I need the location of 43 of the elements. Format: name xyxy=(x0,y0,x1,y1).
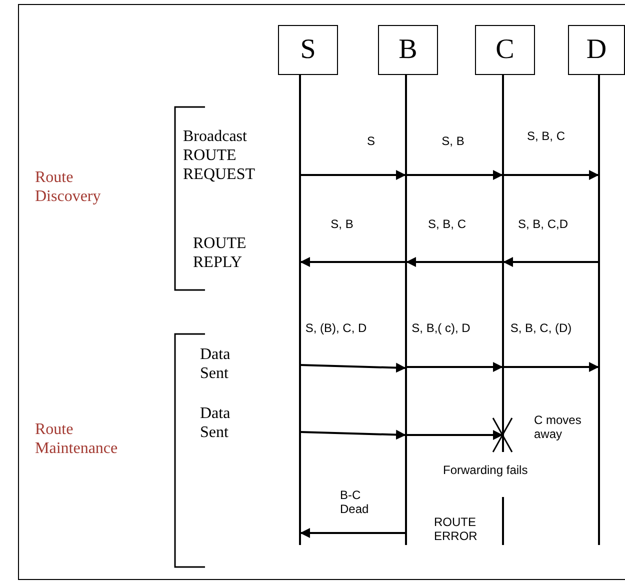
arrow xyxy=(407,362,503,372)
arrow xyxy=(300,257,405,267)
arrow xyxy=(407,170,503,180)
edge-label: S, B, C xyxy=(426,217,468,231)
node-box xyxy=(475,25,535,75)
note-text: Forwarding fails xyxy=(443,463,529,478)
node-label: D xyxy=(586,34,607,66)
edge-label: S, B, C,D xyxy=(516,217,570,231)
arrow xyxy=(300,430,406,440)
arrow xyxy=(300,362,406,373)
note-text: C moves away xyxy=(534,413,582,442)
arrow xyxy=(504,170,599,180)
arrow xyxy=(301,170,406,180)
arrow xyxy=(504,362,599,372)
section-title: Route Discovery xyxy=(35,168,102,206)
edge-label: S, B xyxy=(440,134,466,148)
node-label: S xyxy=(300,34,316,66)
edge-label: S, B xyxy=(328,217,356,231)
note-text: Data Sent xyxy=(200,404,232,442)
edge-label: S, B,( c), D xyxy=(410,321,472,335)
node-label: C xyxy=(496,34,514,66)
node-box xyxy=(568,25,625,75)
arrow xyxy=(300,528,405,538)
edge-label: S, B, C xyxy=(525,129,567,143)
lifeline xyxy=(502,75,504,545)
arrow xyxy=(407,430,503,440)
edge-label: S, (B), C, D xyxy=(303,321,369,335)
node-box xyxy=(378,25,438,75)
node-box xyxy=(278,25,338,75)
edge-label: S xyxy=(365,134,377,148)
lifeline xyxy=(598,75,600,545)
note-text: B-C Dead xyxy=(340,488,370,517)
section-title: Route Maintenance xyxy=(35,420,119,458)
lifeline xyxy=(299,75,301,545)
edge-label: S, B, C, (D) xyxy=(508,321,574,335)
note-text: Data Sent xyxy=(200,345,232,384)
note-text: ROUTE ERROR xyxy=(434,515,478,544)
node-label: B xyxy=(398,34,418,66)
note-text: ROUTE REPLY xyxy=(193,234,248,272)
note-text: Broadcast ROUTE REQUEST xyxy=(183,127,256,185)
arrow xyxy=(503,257,598,267)
arrow xyxy=(406,257,502,267)
lifeline xyxy=(405,75,407,545)
